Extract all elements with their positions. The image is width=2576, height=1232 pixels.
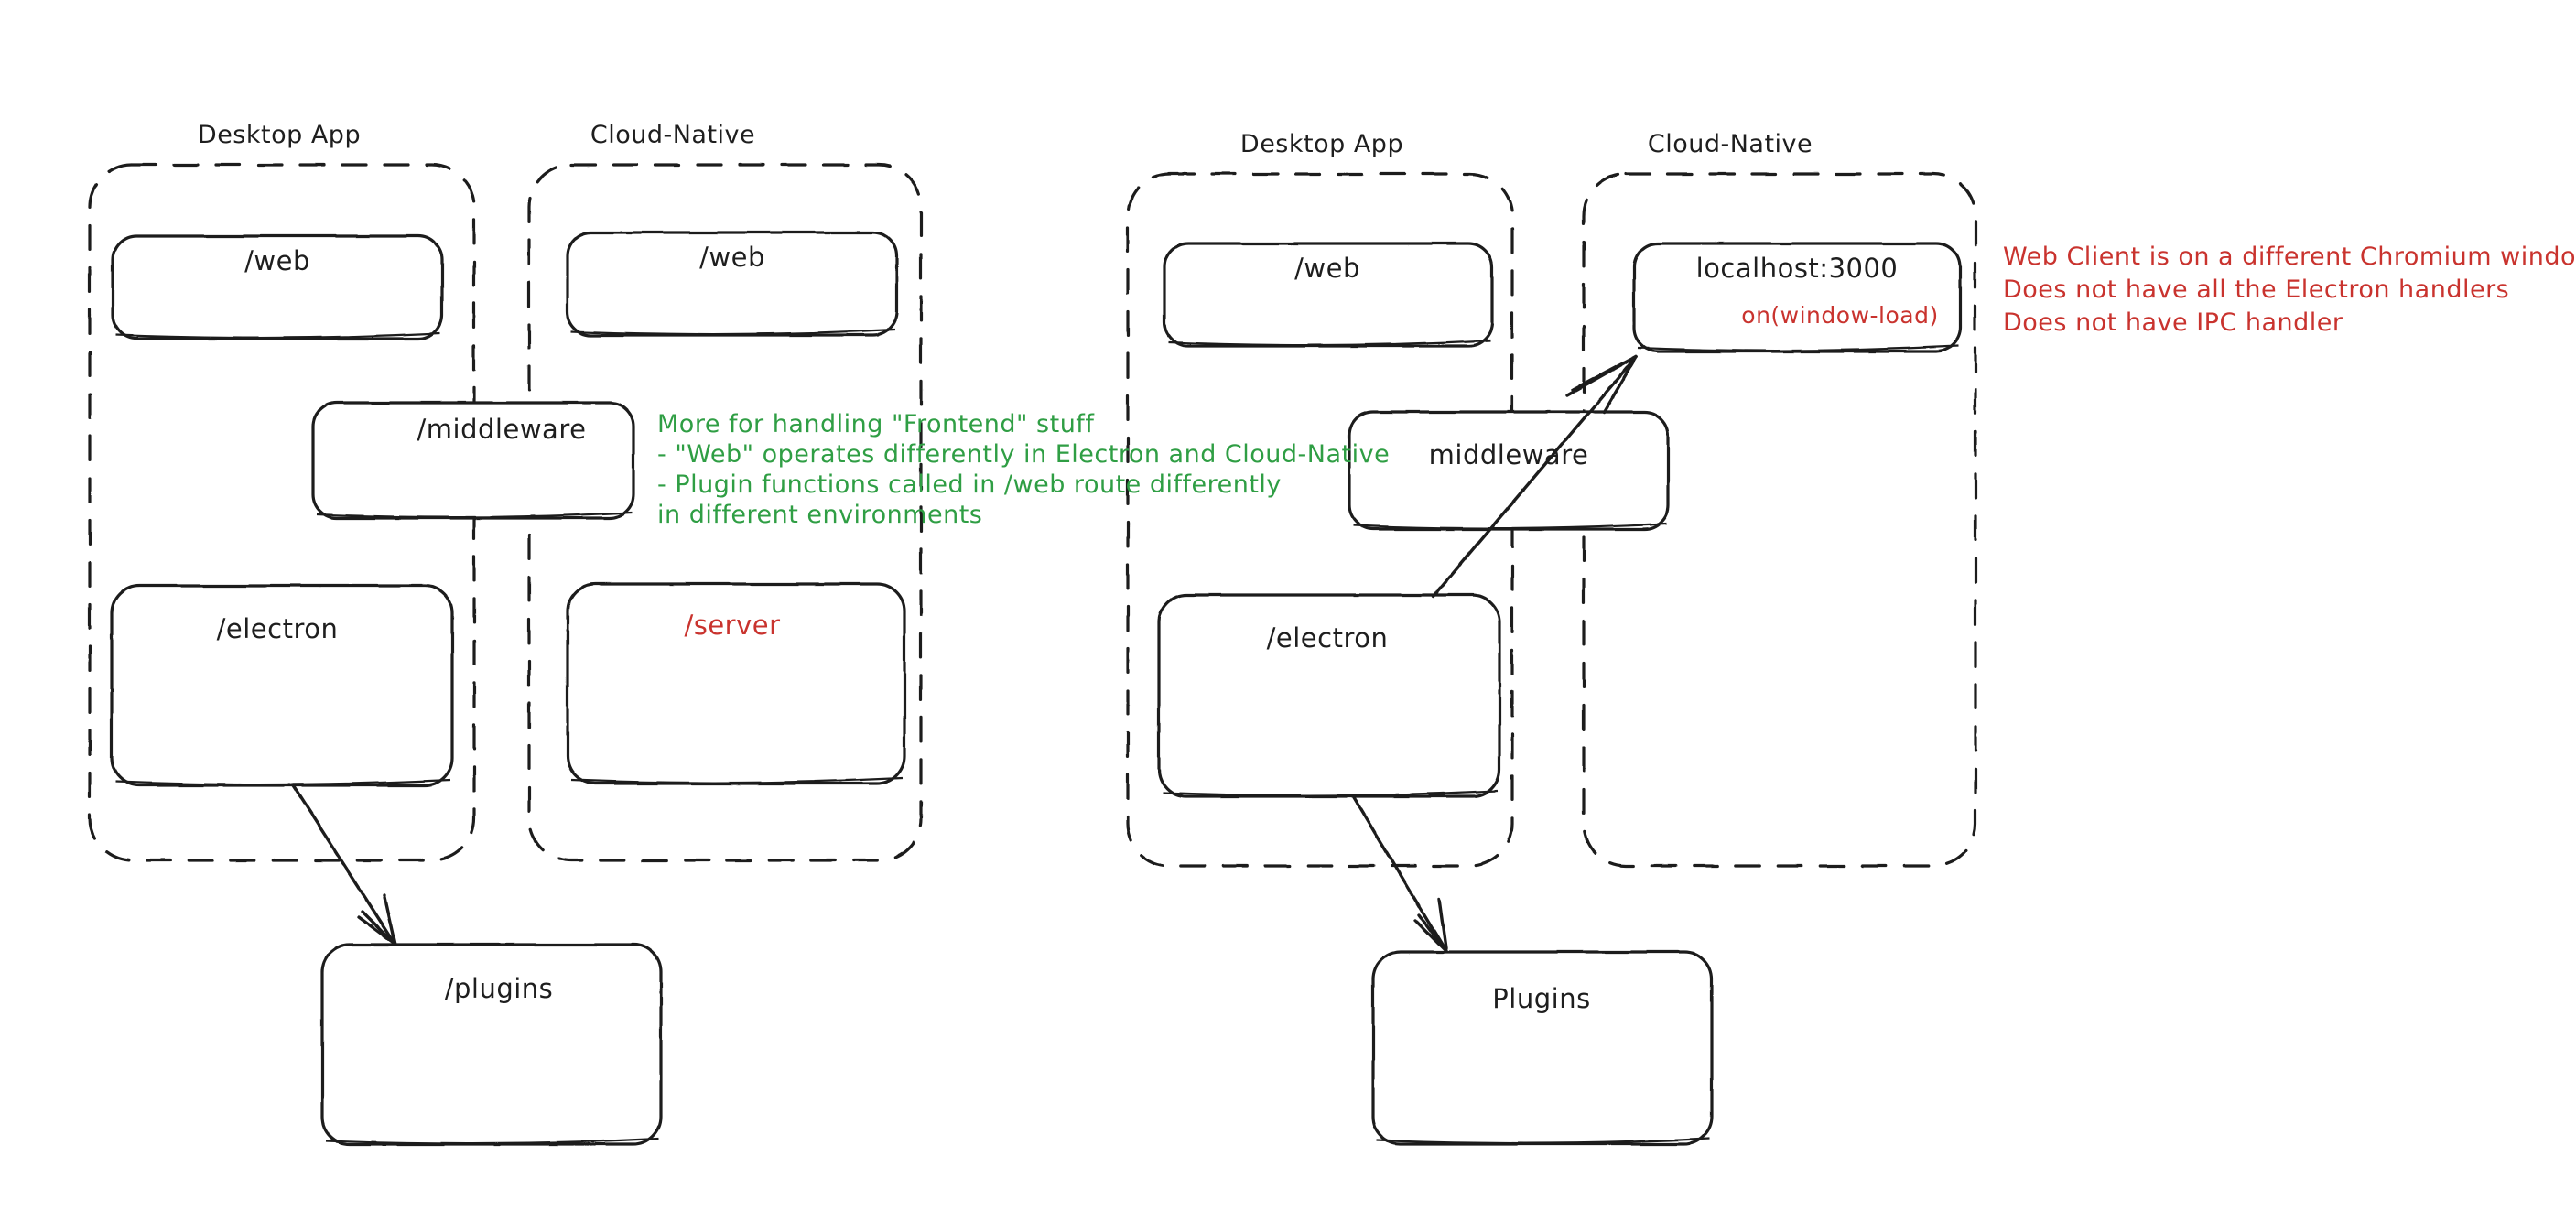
green-note-line-2: - "Web" operates differently in Electron… (657, 440, 1391, 469)
left-group-title-desktop-app: Desktop App (197, 121, 362, 149)
right-group-title-cloud-native: Cloud-Native (1647, 130, 1813, 158)
left-label-server: /server (684, 610, 781, 641)
left-group-desktop-app (88, 163, 476, 862)
green-note-line-1: More for handling "Frontend" stuff (657, 410, 1095, 438)
left-box-plugins (320, 943, 663, 1146)
left-box-server (566, 582, 906, 785)
left-label-electron: /electron (216, 613, 339, 644)
right-arrow-electron-to-plugins (1351, 794, 1448, 954)
red-note-line-1: Web Client is on a different Chromium wi… (2003, 243, 2576, 271)
right-box-web (1163, 242, 1494, 348)
left-box-web-desktop (111, 234, 444, 340)
right-group-desktop-app (1126, 172, 1514, 868)
left-label-middleware: /middleware (417, 414, 587, 445)
right-label-plugins: Plugins (1492, 983, 1591, 1014)
left-label-plugins: /plugins (444, 973, 554, 1004)
right-group-title-desktop-app: Desktop App (1239, 130, 1404, 158)
red-note-line-2: Does not have all the Electron handlers (2003, 276, 2510, 304)
right-box-plugins (1371, 950, 1714, 1146)
left-box-middleware (311, 401, 635, 520)
right-label-on-window-load: on(window-load) (1741, 302, 1939, 329)
left-label-web-cloud: /web (699, 242, 765, 273)
left-box-electron (110, 584, 454, 787)
left-box-web-cloud (566, 231, 899, 337)
right-label-localhost: localhost:3000 (1695, 253, 1899, 284)
left-group-title-cloud-native: Cloud-Native (590, 121, 756, 149)
green-note-line-4: in different environments (657, 501, 983, 529)
right-box-localhost (1632, 242, 1962, 353)
right-arrow-electron-to-localhost (1431, 354, 1639, 599)
red-note-line-3: Does not have IPC handler (2003, 308, 2343, 337)
right-box-middleware (1348, 410, 1670, 531)
left-arrow-electron-to-plugins (291, 784, 397, 946)
right-label-middleware: middleware (1428, 439, 1589, 470)
left-label-web-desktop: /web (244, 245, 310, 276)
right-label-electron: /electron (1266, 622, 1389, 654)
right-box-electron (1157, 593, 1501, 798)
green-note-line-3: - Plugin functions called in /web route … (657, 470, 1282, 499)
right-label-web: /web (1294, 253, 1360, 284)
